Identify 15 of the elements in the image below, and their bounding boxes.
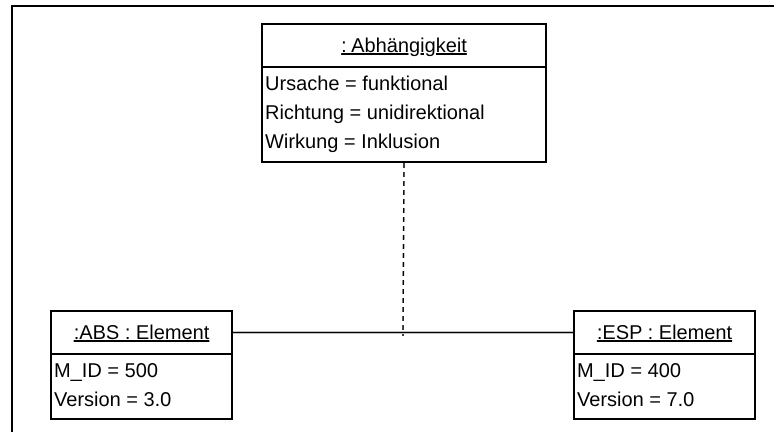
attribute-text: Ursache = funktional: [265, 72, 448, 97]
attribute-text: M_ID = 500: [54, 359, 158, 384]
object-name: :ABS : Element: [74, 320, 210, 344]
attribute-text: Wirkung = Inklusion: [265, 130, 440, 155]
link-line: [233, 332, 573, 334]
attribute-text: M_ID = 400: [577, 359, 681, 384]
object-box: [50, 310, 233, 420]
attribute-text: Version = 3.0: [54, 388, 172, 413]
attribute-text: Version = 7.0: [577, 388, 694, 413]
object-name: : Abhängigkeit: [341, 34, 467, 58]
dashed-connector: [402, 163, 405, 336]
object-box: [573, 310, 756, 420]
object-name: :ESP : Element: [596, 320, 732, 344]
object-box: [261, 23, 547, 163]
attribute-text: Richtung = unidirektional: [265, 101, 485, 126]
